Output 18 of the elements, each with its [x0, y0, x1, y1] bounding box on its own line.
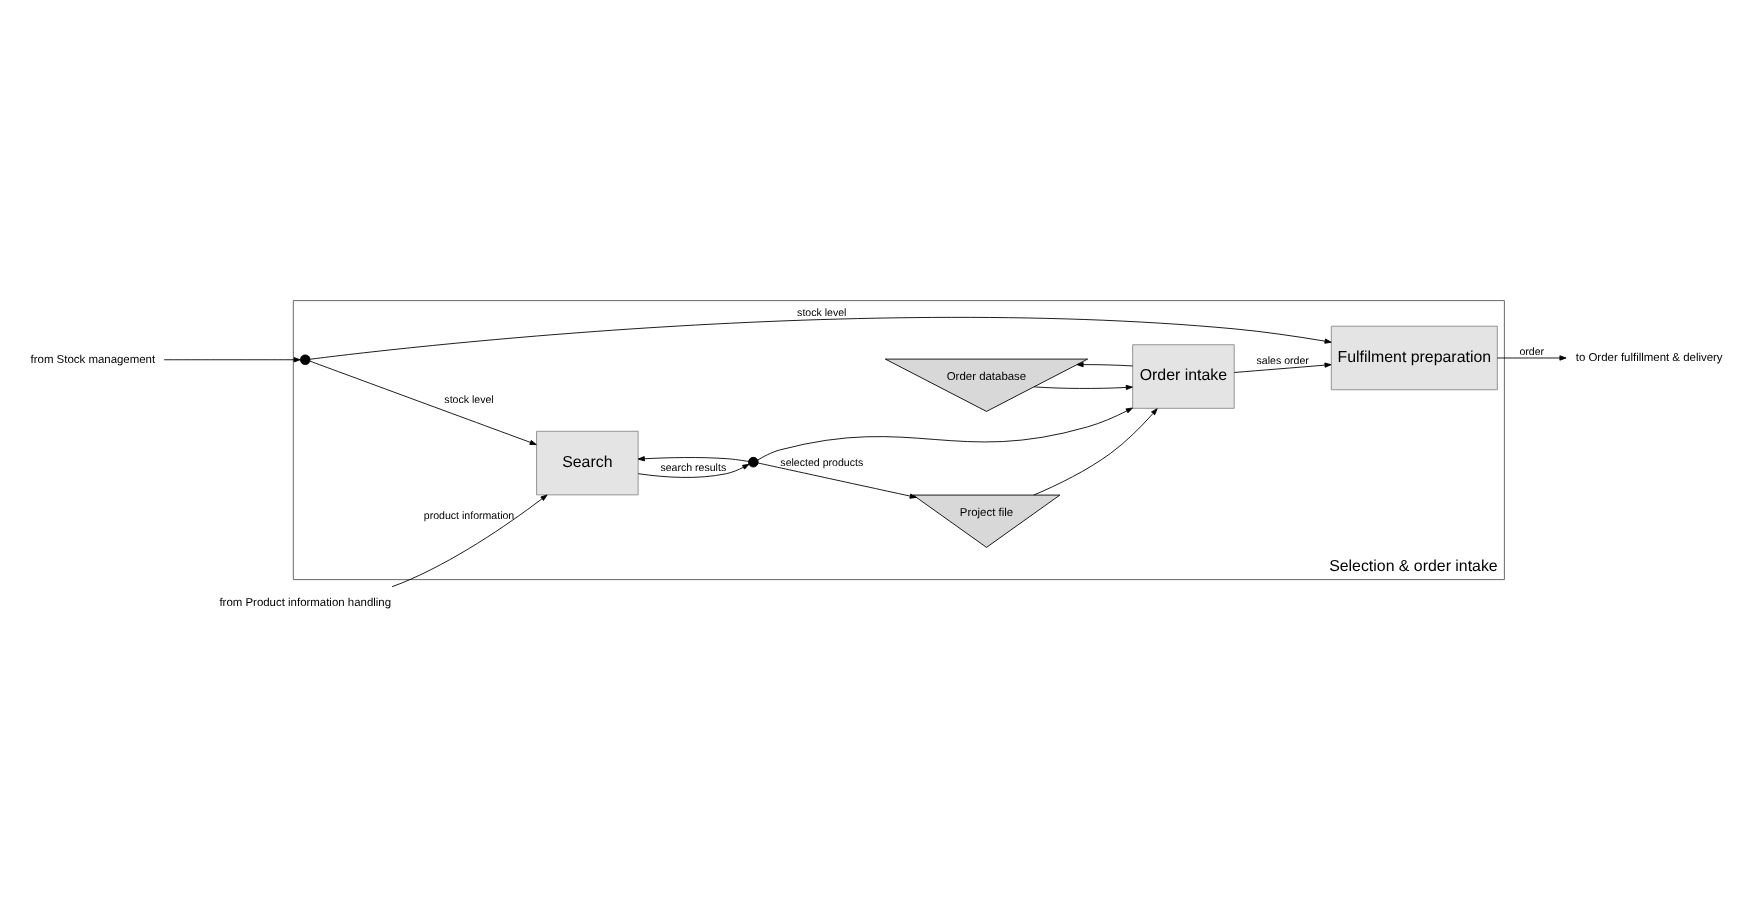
arrow: [637, 456, 749, 462]
node-box: Search: [536, 430, 639, 496]
arrow: [1033, 408, 1158, 496]
arrow: [309, 360, 537, 445]
arrow: [637, 463, 750, 478]
arrow: [757, 407, 1133, 461]
node-box: Fulfilment preparation: [1330, 325, 1498, 391]
arrow: [1233, 362, 1332, 373]
arrow: [1033, 384, 1133, 391]
node-box: Order intake: [1132, 344, 1235, 409]
arrow: [163, 357, 301, 363]
arrow: [309, 317, 1332, 360]
arrow: [1496, 355, 1567, 361]
node-circle: [748, 456, 759, 468]
node-circle: [299, 354, 311, 366]
arrow: [757, 462, 917, 499]
arrow: [391, 494, 548, 588]
arrow: [1076, 362, 1134, 368]
